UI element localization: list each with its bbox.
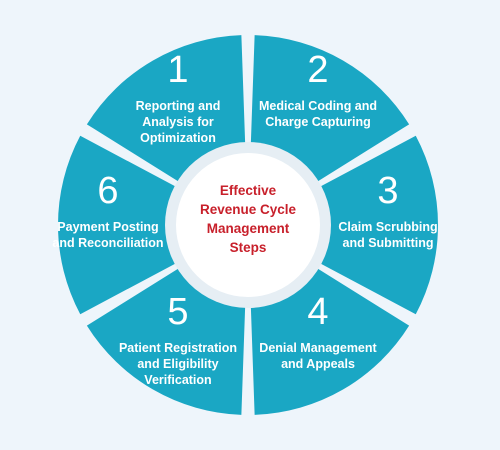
- segment-5-label-line-1: Patient Registration: [119, 341, 237, 355]
- segment-3-number: 3: [377, 170, 398, 212]
- center-title-line-2: Revenue Cycle: [200, 202, 297, 217]
- segment-4-label-line-2: and Appeals: [281, 357, 355, 371]
- segment-4-number: 4: [307, 291, 328, 333]
- segment-2: [250, 35, 410, 182]
- segment-4-label-line-1: Denial Management: [259, 341, 377, 355]
- segment-6-label-line-1: Payment Posting: [57, 220, 158, 234]
- segment-1-label-line-3: Optimization: [140, 131, 216, 145]
- segment-3-label-line-2: and Submitting: [343, 236, 434, 250]
- segment-1: [86, 35, 246, 182]
- segment-5-label-line-3: Verification: [144, 373, 211, 387]
- segment-6-number: 6: [97, 170, 118, 212]
- segment-2-label-line-1: Medical Coding and: [259, 99, 377, 113]
- center-title-line-3: Management: [207, 221, 290, 236]
- center-title-line-4: Steps: [230, 240, 267, 255]
- segment-3: [320, 135, 438, 315]
- center-circle: [176, 153, 320, 297]
- segment-2-label-line-2: Charge Capturing: [265, 115, 371, 129]
- segment-1-label-line-2: Analysis for: [142, 115, 214, 129]
- segment-1-label-line-1: Reporting and: [136, 99, 221, 113]
- segment-6-label-line-2: and Reconciliation: [52, 236, 163, 250]
- center-hub: Effective Revenue Cycle Management Steps: [165, 142, 331, 308]
- segment-4: [250, 268, 410, 415]
- segment-3-label-line-1: Claim Scrubbing: [338, 220, 437, 234]
- segment-1-number: 1: [167, 49, 188, 91]
- center-title-line-1: Effective: [220, 183, 277, 198]
- segment-6: [58, 135, 176, 315]
- segment-2-number: 2: [307, 49, 328, 91]
- segment-5: [86, 268, 246, 415]
- segment-5-number: 5: [167, 291, 188, 333]
- segment-5-label-line-2: and Eligibility: [137, 357, 218, 371]
